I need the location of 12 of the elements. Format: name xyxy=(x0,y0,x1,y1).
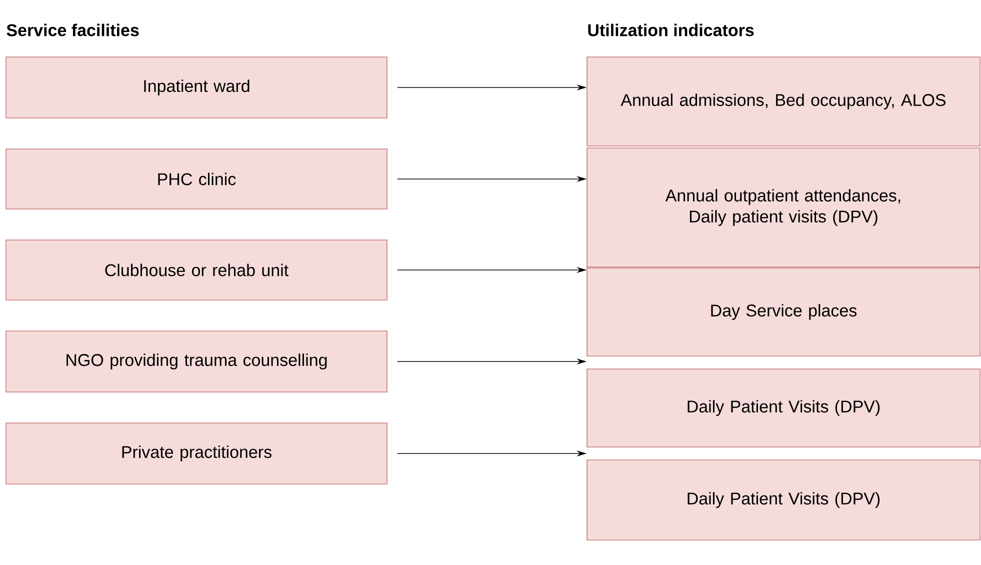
indicator-box: Day Service places xyxy=(586,268,980,356)
indicator-box: Annual admissions, Bed occupancy, ALOS xyxy=(586,56,980,146)
column-heading: Utilization indicators xyxy=(588,24,754,36)
indicator-box: Daily Patient Visits (DPV) xyxy=(586,460,980,540)
indicator-box: Annual outpatient attendances, Daily patient visits (DPV) xyxy=(586,148,980,268)
facility-box: Clubhouse or rehab unit xyxy=(6,240,388,300)
facility-box: NGO providing trauma counselling xyxy=(6,330,388,392)
facility-box: PHC clinic xyxy=(6,148,388,210)
facility-box: Private practitioners xyxy=(6,422,388,484)
facility-box: Inpatient ward xyxy=(6,56,388,118)
column-heading: Service facilities xyxy=(6,24,139,36)
indicator-box: Daily Patient Visits (DPV) xyxy=(586,368,980,448)
